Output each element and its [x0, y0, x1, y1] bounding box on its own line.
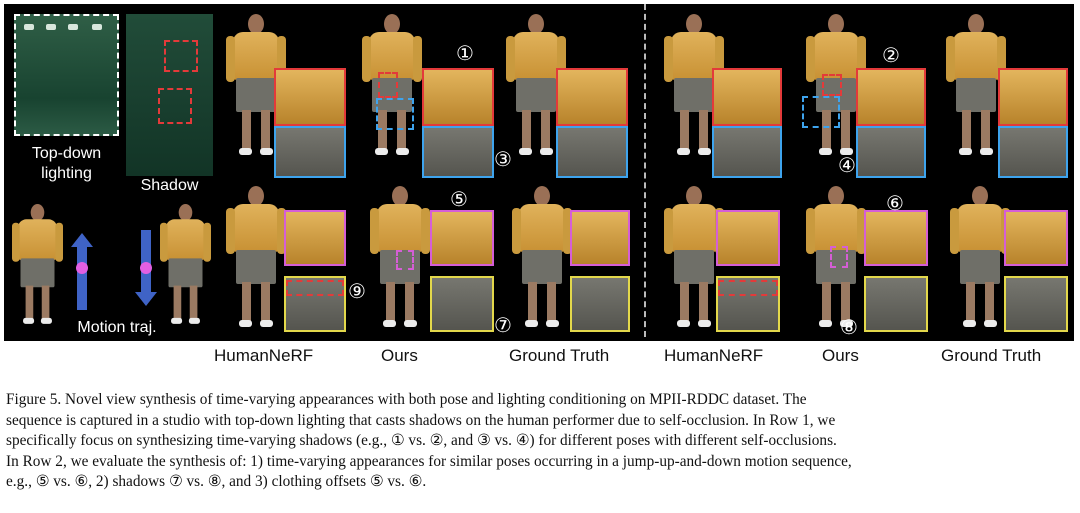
r2-gt-pants-crop: [570, 276, 630, 332]
r2-humannerf-pants-crop: [284, 276, 346, 332]
arrow-up-head-icon: [71, 233, 93, 247]
r1-ours-blue-mark: [376, 98, 414, 130]
r2b-ours-pants-crop: [864, 276, 928, 332]
r1b-ours-pants-crop: [856, 126, 926, 178]
r1-gt-person: [506, 14, 566, 164]
caption-line-5: e.g., ⑤ vs. ⑥, 2) shadows ⑦ vs. ⑧, and 3…: [6, 473, 427, 491]
marker-6: ⑥: [886, 191, 904, 215]
r2b-gt-person: [950, 186, 1010, 336]
motion-person-1: [12, 204, 63, 325]
motion-person-2: [160, 204, 211, 325]
shadow-red-box-lower: [158, 88, 192, 124]
arrow-up-icon: [77, 246, 87, 310]
trajectory-dot-icon-2: [140, 262, 152, 274]
r1b-ours-red-mark: [822, 74, 842, 96]
r1-humannerf-person: [226, 14, 286, 164]
r1b-humannerf-person: [664, 14, 724, 164]
marker-8: ⑧: [840, 315, 858, 339]
group-divider: [644, 4, 646, 337]
r2b-humannerf-pants-crop: [716, 276, 780, 332]
r1b-ours-shirt-crop: [856, 68, 926, 126]
r1b-gt-person: [946, 14, 1006, 164]
r1-ours-shirt-crop: [422, 68, 494, 126]
shadow-red-box: [164, 40, 198, 72]
r2-humannerf-shirt-crop: [284, 210, 346, 266]
r2-humannerf-red-mark: [286, 280, 344, 296]
lighting-label: Top-down lighting: [31, 145, 102, 182]
r1-gt-pants-crop: [556, 126, 628, 178]
caption-line-2: sequence is captured in a studio with to…: [6, 411, 836, 429]
r1b-gt-pants-crop: [998, 126, 1068, 178]
r2-gt-shirt-crop: [570, 210, 630, 266]
r2-ours-shirt-crop: [430, 210, 494, 266]
col-label-gt-1: Ground Truth: [509, 346, 610, 365]
r2b-ours-person: [806, 186, 866, 336]
col-label-humannerf-1: HumanNeRF: [214, 346, 314, 365]
studio-photo: [14, 14, 119, 136]
r1b-ours-blue-mark: [802, 96, 840, 128]
r2b-humannerf-shirt-crop: [716, 210, 780, 266]
col-label-ours-2: Ours: [822, 346, 859, 365]
trajectory-dot-icon: [76, 262, 88, 274]
r1-humannerf-pants-crop: [274, 126, 346, 178]
marker-2: ②: [882, 43, 900, 67]
shadow-label: Shadow: [140, 177, 199, 194]
r1-ours-pants-crop: [422, 126, 494, 178]
marker-4: ④: [838, 153, 856, 177]
caption-line-4: In Row 2, we evaluate the synthesis of: …: [6, 452, 852, 470]
col-label-humannerf-2: HumanNeRF: [664, 346, 764, 365]
marker-1: ①: [456, 41, 474, 65]
shadow-photo: [126, 14, 213, 176]
r2b-humannerf-red-mark: [718, 280, 778, 296]
r2b-gt-pants-crop: [1004, 276, 1068, 332]
r2-humannerf-person: [226, 186, 286, 336]
r2b-ours-mag-mark: [830, 246, 848, 268]
arrow-down-head-icon: [135, 292, 157, 306]
r2-ours-pants-crop: [430, 276, 494, 332]
figure-caption: Figure 5. Novel view synthesis of time-v…: [6, 390, 1074, 493]
r2-ours-mag-mark: [396, 250, 414, 270]
marker-7: ⑦: [494, 313, 512, 337]
r1b-humannerf-shirt-crop: [712, 68, 782, 126]
r2-ours-person: [370, 186, 430, 336]
col-label-gt-2: Ground Truth: [941, 346, 1042, 365]
marker-9: ⑨: [348, 279, 366, 303]
marker-3: ③: [494, 147, 512, 171]
r1b-humannerf-pants-crop: [712, 126, 782, 178]
r1-gt-shirt-crop: [556, 68, 628, 126]
r2b-humannerf-person: [664, 186, 724, 336]
col-label-ours-1: Ours: [381, 346, 418, 365]
motion-label: Motion traj.: [77, 319, 157, 336]
r2b-ours-shirt-crop: [864, 210, 928, 266]
caption-line-1: Figure 5. Novel view synthesis of time-v…: [6, 391, 807, 408]
r1-humannerf-shirt-crop: [274, 68, 346, 126]
r1-ours-red-mark: [378, 72, 398, 98]
marker-5: ⑤: [450, 187, 468, 211]
r2b-gt-shirt-crop: [1004, 210, 1068, 266]
figure-panel: Top-down lighting Shadow Motion traj. ① …: [4, 4, 1074, 341]
r2-gt-person: [512, 186, 572, 336]
caption-line-3: specifically focus on synthesizing time-…: [6, 432, 837, 450]
r1b-gt-shirt-crop: [998, 68, 1068, 126]
